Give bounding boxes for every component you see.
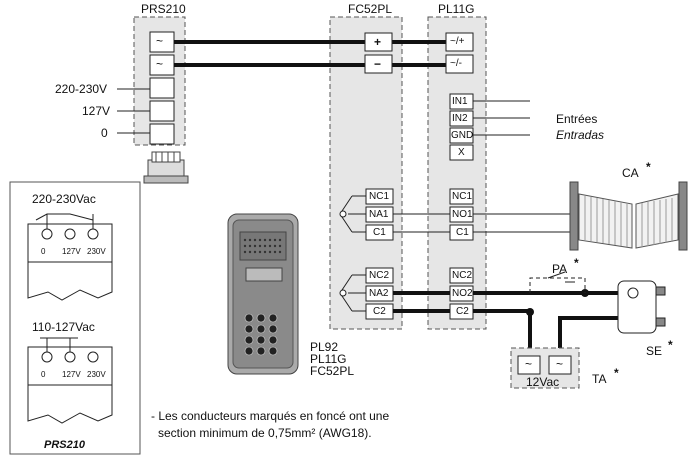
pl11g-ac-minus: ~/-	[450, 58, 462, 69]
fc52pl-nc1: NC1	[369, 191, 390, 202]
gate-label: CA	[622, 166, 639, 180]
fc52pl-c2: C2	[373, 306, 386, 317]
fc52pl-c1: C1	[373, 227, 386, 238]
fc52pl-nc2: NC2	[369, 270, 390, 281]
fc52pl-minus: −	[374, 57, 382, 71]
pl11g-gnd: GND	[451, 130, 474, 141]
lock-asterisk: *	[668, 338, 673, 352]
prs210-ac-bottom: ~	[156, 57, 164, 71]
panel-model-pl11g: PL11G	[310, 352, 347, 366]
supply-label-0: 0	[101, 126, 108, 140]
inset1-terminal-0: 0	[41, 247, 46, 256]
gate-asterisk: *	[646, 160, 651, 174]
transformer-asterisk: *	[614, 366, 619, 380]
prs210-drawing	[143, 151, 189, 184]
transformer-terminal-2: ~	[556, 357, 564, 371]
pl11g-c2: C2	[456, 306, 469, 317]
inputs-label: Entrées	[556, 112, 598, 126]
inset-model-label: PRS210	[44, 439, 85, 451]
fc52pl-title: FC52PL	[348, 2, 393, 16]
push-button-asterisk: *	[574, 256, 579, 270]
fc52pl-plus: +	[374, 35, 382, 49]
lock-label: SE	[646, 344, 663, 358]
transformer-value: 12Vac	[526, 375, 560, 389]
gate-drawing	[569, 181, 688, 251]
pl11g-x: X	[458, 147, 465, 158]
inset-config2-title: 110-127Vac	[32, 320, 95, 334]
inset-box	[9, 181, 141, 455]
pl11g-no1: NO1	[452, 209, 473, 220]
supply-label-230: 220-230V	[55, 82, 108, 96]
pl11g-in2: IN2	[452, 113, 468, 124]
fc52pl-na1: NA1	[369, 209, 389, 220]
inset2-terminal-127: 127V	[62, 370, 81, 379]
pl11g-ac-plus: ~/+	[450, 36, 465, 47]
inset2-terminal-230: 230V	[87, 370, 106, 379]
pl11g-in1: IN1	[452, 96, 468, 107]
panel-model-fc52pl: FC52PL	[310, 364, 355, 378]
inset2-terminal-0: 0	[41, 370, 46, 379]
transformer-terminal-1: ~	[525, 357, 533, 371]
note-line-2: section minimum de 0,75mm² (AWG18).	[158, 426, 372, 440]
transformer-label: TA	[592, 372, 607, 386]
pl11g-c1: C1	[456, 227, 469, 238]
pl11g-title: PL11G	[438, 2, 475, 16]
fc52pl-na2: NA2	[369, 288, 389, 299]
push-button-label: PA	[552, 262, 568, 276]
prs210-ac-top: ~	[156, 34, 164, 48]
supply-label-127: 127V	[82, 104, 111, 118]
inset1-terminal-230: 230V	[87, 247, 106, 256]
prs210-title: PRS210	[141, 2, 186, 16]
note-line-1: - Les conducteurs marqués en foncé ont u…	[151, 409, 390, 423]
door-panel-drawing	[227, 213, 299, 375]
inputs-label-es: Entradas	[556, 128, 605, 142]
inset1-terminal-127: 127V	[62, 247, 81, 256]
pl11g-nc1: NC1	[452, 191, 473, 202]
pl11g-no2: NO2	[452, 288, 473, 299]
panel-model-pl92: PL92	[310, 340, 339, 354]
pl11g-nc2: NC2	[452, 270, 473, 281]
inset-config1-title: 220-230Vac	[32, 192, 96, 206]
